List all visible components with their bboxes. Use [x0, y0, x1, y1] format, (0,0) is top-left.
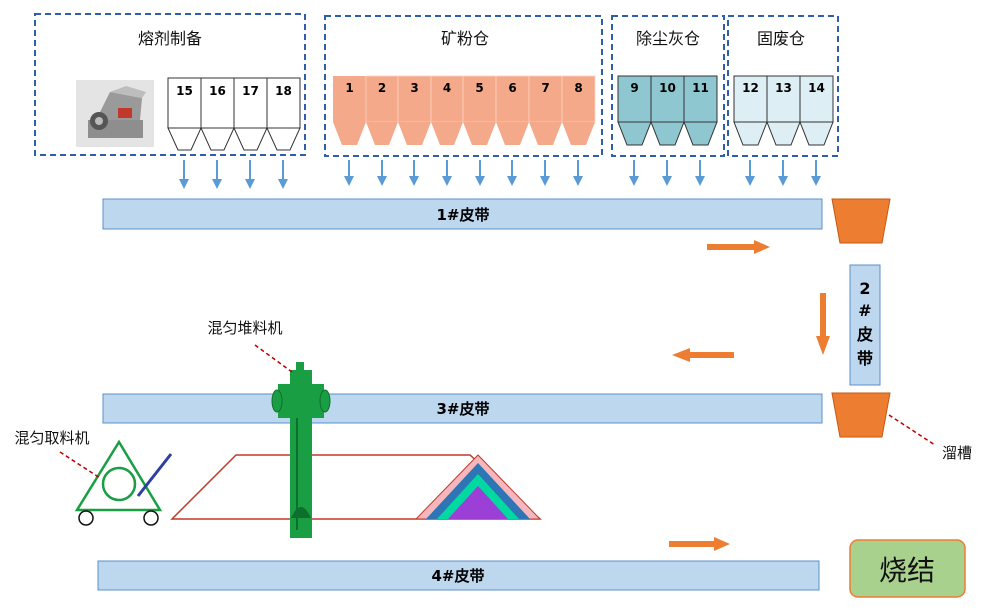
solid-group-title: 固废仓 — [757, 29, 805, 48]
bin-label: 13 — [775, 81, 792, 95]
bin-16: 16 — [200, 77, 235, 151]
bin-label: 10 — [659, 81, 676, 95]
feed-arrows — [179, 160, 821, 189]
bin-6: 6 — [495, 75, 530, 145]
bin-4: 4 — [430, 75, 464, 145]
bin-label: 11 — [692, 81, 709, 95]
reclaimer-leader — [59, 451, 101, 479]
bin-label: 3 — [410, 81, 418, 95]
flow-arrow-left — [672, 348, 734, 362]
bin-label: 9 — [630, 81, 638, 95]
bin-5: 5 — [462, 75, 497, 145]
bin-label: 15 — [176, 84, 193, 98]
bin-label: 12 — [742, 81, 759, 95]
flux-bins: 15 16 17 18 — [167, 77, 301, 151]
belt-2-label-char: 2 — [859, 279, 870, 298]
solid-group-box — [727, 15, 839, 157]
belt-3: 3#皮带 — [102, 393, 823, 424]
sinter-label: 烧结 — [879, 554, 935, 587]
belt-3-label: 3#皮带 — [436, 400, 489, 418]
bin-3: 3 — [397, 75, 432, 145]
bin-14: 14 — [799, 75, 834, 146]
crusher-machine-icon — [76, 80, 154, 147]
belt-2-label-char: # — [858, 301, 871, 320]
bin-8: 8 — [561, 75, 596, 145]
chute-label: 溜槽 — [942, 444, 972, 462]
bin-18: 18 — [266, 77, 301, 151]
stacker-leader — [254, 344, 293, 373]
bin-label: 7 — [541, 81, 549, 95]
bin-2: 2 — [365, 75, 399, 145]
belt-4: 4#皮带 — [97, 560, 820, 591]
bin-label: 17 — [242, 84, 259, 98]
belt-1: 1#皮带 — [102, 198, 823, 230]
bin-label: 6 — [508, 81, 516, 95]
dust-group-box — [611, 15, 725, 157]
bin-label: 18 — [275, 84, 292, 98]
ore-bins: 1 2 3 4 5 6 7 — [333, 75, 596, 145]
flux-group-title: 熔剂制备 — [138, 29, 202, 48]
bin-9: 9 — [617, 75, 652, 146]
bin-15: 15 — [167, 77, 202, 151]
ore-group-title: 矿粉仓 — [441, 29, 489, 48]
bin-label: 14 — [808, 81, 825, 95]
bin-7: 7 — [528, 75, 563, 145]
flux-group-box — [34, 13, 306, 156]
bin-10: 10 — [650, 75, 685, 146]
belt-4-label: 4#皮带 — [431, 567, 484, 585]
stockpile-layer-purple — [448, 486, 508, 519]
sinter-box: 烧结 — [849, 539, 966, 598]
bin-label: 16 — [209, 84, 226, 98]
bin-label: 5 — [475, 81, 483, 95]
dust-bins: 9 10 11 — [617, 75, 718, 146]
flow-arrow-right-1 — [707, 240, 770, 254]
belt-1-label: 1#皮带 — [436, 206, 489, 224]
chute-leader — [888, 414, 936, 446]
bin-label: 1 — [345, 81, 353, 95]
stacker-label: 混匀堆料机 — [207, 319, 282, 337]
bin-label: 4 — [443, 81, 451, 95]
dust-group-title: 除尘灰仓 — [636, 29, 700, 48]
reclaimer-wheel-icon — [74, 439, 173, 526]
flow-arrow-right-2 — [669, 537, 730, 551]
bin-label: 8 — [574, 81, 582, 95]
bin-13: 13 — [766, 75, 801, 146]
bin-12: 12 — [733, 75, 768, 146]
chute-bottom — [831, 392, 891, 438]
chute-top — [831, 198, 891, 244]
bin-1: 1 — [333, 76, 366, 145]
bin-17: 17 — [233, 77, 268, 151]
stacker-machine-icon — [271, 362, 331, 538]
belt-2-label-char: 皮 — [856, 325, 873, 344]
stockpile — [170, 454, 542, 520]
belt-2-label-char: 带 — [857, 349, 873, 368]
reclaimer-label: 混匀取料机 — [14, 429, 89, 447]
belt-2: 2 # 皮 带 — [849, 264, 881, 386]
ore-group-box — [324, 15, 603, 157]
flow-arrow-down — [816, 293, 830, 355]
bin-11: 11 — [683, 75, 718, 146]
bin-label: 2 — [378, 81, 386, 95]
solid-bins: 12 13 14 — [733, 75, 834, 146]
